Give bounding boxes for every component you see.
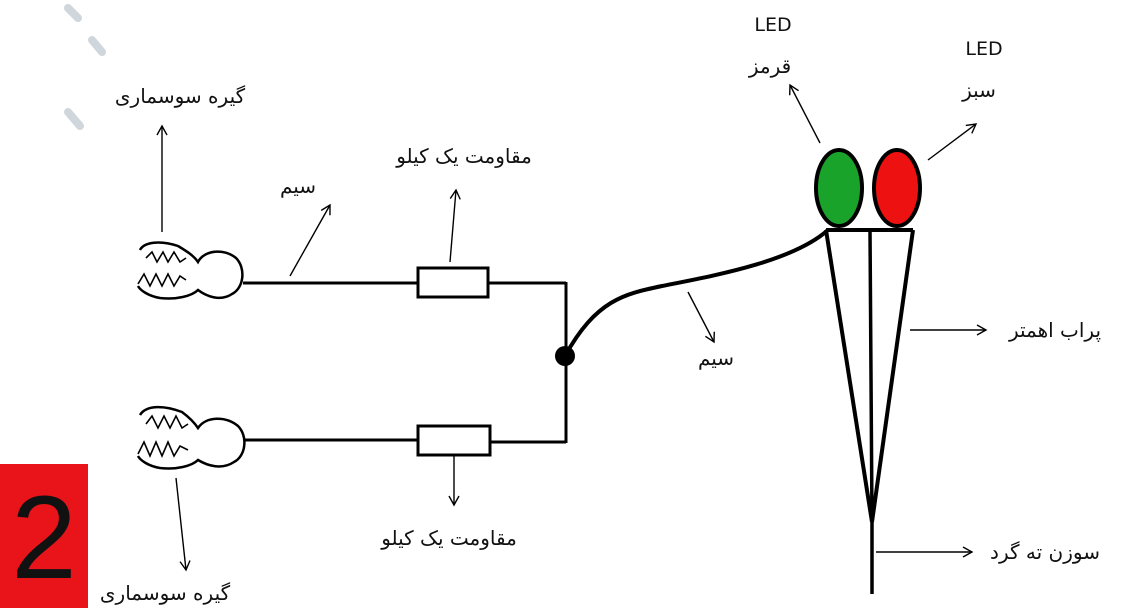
led-red [872, 148, 922, 228]
alligator-clip-top [136, 241, 244, 300]
label-needle: سوزن ته گرد [990, 540, 1100, 564]
annotation-arrows [156, 83, 988, 572]
label-wire-right: سیم [698, 346, 734, 370]
alligator-clip-bottom [136, 405, 246, 470]
label-probe-body: پراب اهمتر [1008, 318, 1101, 343]
label-wire-left: سیم [280, 174, 316, 198]
resistor-bottom [416, 424, 492, 457]
led-green [814, 148, 864, 228]
label-led-red-title: LED [754, 14, 791, 36]
ohmmeter-probe [824, 228, 915, 523]
label-resistor-bottom: مقاومت یک کیلو [380, 526, 517, 550]
label-clip-bottom: گیره سوسماری [100, 581, 231, 605]
watermark-dashes [64, 4, 106, 130]
label-clip-top: گیره سوسماری [115, 84, 246, 108]
wire-top [243, 281, 568, 443]
resistor-top [416, 266, 490, 299]
label-led-green-sub: سبز [961, 78, 996, 102]
badge-number: 2 [11, 472, 77, 604]
wire-bottom [245, 438, 566, 444]
number-badge: 2 [0, 464, 88, 608]
wire-to-probe [563, 228, 830, 357]
label-led-red-sub: قرمز [748, 54, 791, 78]
label-resistor-top: مقاومت یک کیلو [395, 144, 532, 168]
label-led-green-title: LED [965, 38, 1002, 60]
